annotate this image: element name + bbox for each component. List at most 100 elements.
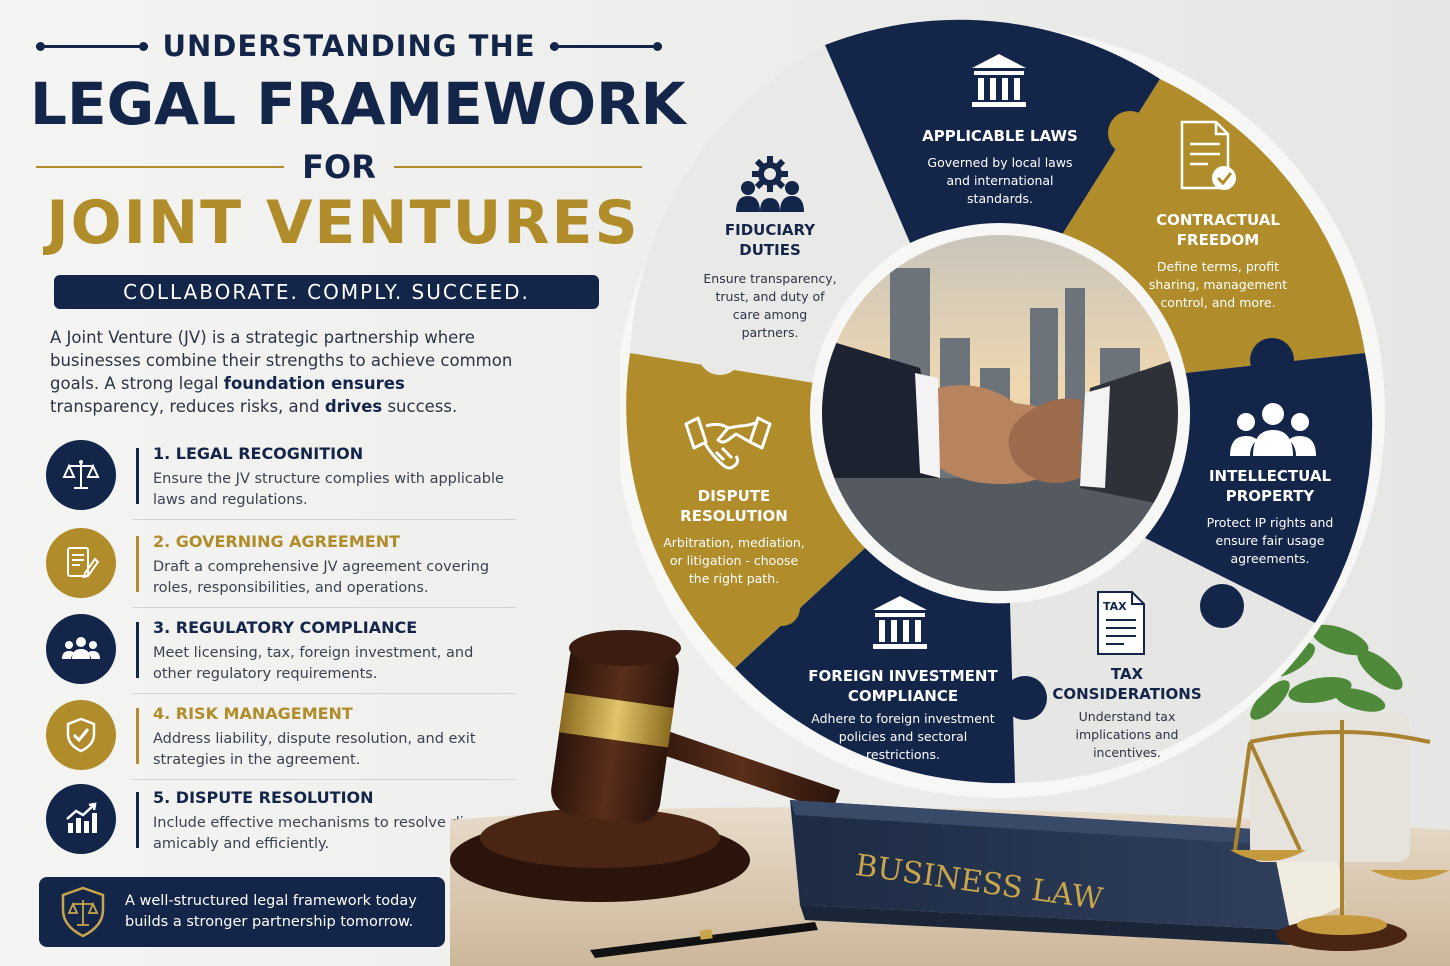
footer-line1: A well-structured legal framework today	[125, 893, 417, 909]
desc-line: Define terms, profit	[1156, 259, 1280, 274]
intro-bold-drives: drives	[324, 397, 383, 416]
handshake-photo	[822, 235, 1178, 591]
title-joint-ventures: JOINT VENTURES	[46, 188, 640, 258]
scales-icon	[46, 440, 116, 510]
brass-scales	[1233, 720, 1431, 920]
desc-line: the right path.	[688, 571, 780, 586]
desc-line: implications and	[1075, 727, 1179, 742]
handshake-icon	[684, 416, 772, 470]
chart-icon	[46, 784, 116, 854]
item-divider-bar	[136, 792, 139, 848]
fiduciary-duties-text: FIDUCIARY DUTIES Ensure transparency, tr…	[690, 220, 850, 342]
contractual-freedom-text: CONTRACTUAL FREEDOM Define terms, profit…	[1128, 210, 1308, 312]
title-rule-left	[36, 41, 149, 51]
intellectual-property-text: INTELLECTUAL PROPERTY Protect IP rights …	[1180, 466, 1360, 568]
item-text: 2. GOVERNING AGREEMENT Draft a comprehen…	[153, 524, 516, 599]
item-divider-bar	[136, 708, 139, 764]
contractual-freedom-desc: Define terms, profit sharing, management…	[1128, 258, 1308, 312]
list-item-regulatory-compliance: 3. REGULATORY COMPLIANCE Meet licensing,…	[46, 610, 516, 694]
shield-check-icon	[46, 700, 116, 770]
gear-team-icon	[736, 156, 804, 212]
desc-line: restrictions.	[866, 747, 940, 762]
title-line: TAX	[1110, 665, 1144, 683]
document-pen-icon	[46, 528, 116, 598]
desc-line: policies and sectoral	[838, 729, 968, 744]
people-group-icon	[1230, 403, 1316, 456]
footer-banner: A well-structured legal framework today …	[39, 877, 445, 947]
item-divider-bar	[136, 622, 139, 678]
intellectual-property-title: INTELLECTUAL PROPERTY	[1180, 466, 1360, 506]
item-separator	[132, 693, 516, 694]
item-divider-bar	[136, 448, 139, 504]
title-line: PROPERTY	[1225, 487, 1315, 505]
title-legal-framework: LEGAL FRAMEWORK	[30, 70, 686, 138]
title-line: COMPLIANCE	[847, 687, 959, 705]
footer-line2: builds a stronger partnership tomorrow.	[125, 914, 414, 930]
item-text: 5. DISPUTE RESOLUTION Include effective …	[153, 780, 516, 855]
desc-line: or litigation - choose	[669, 553, 799, 568]
tax-document-icon: TAX	[1097, 591, 1145, 655]
desc-line: sharing, management	[1148, 277, 1288, 292]
fiduciary-duties-title: FIDUCIARY DUTIES	[690, 220, 850, 260]
item-separator	[132, 519, 516, 520]
footer-text: A well-structured legal framework today …	[125, 891, 417, 933]
title-line: DISPUTE	[697, 487, 771, 505]
desc-line: care among	[732, 307, 808, 322]
list-item-governing-agreement: 2. GOVERNING AGREEMENT Draft a comprehen…	[46, 524, 516, 608]
item-title: 1. LEGAL RECOGNITION	[153, 444, 364, 463]
title-line: INTELLECTUAL	[1208, 467, 1332, 485]
title-line: DUTIES	[739, 241, 801, 259]
segment-fiduciary-duties	[630, 45, 910, 383]
item-text: 1. LEGAL RECOGNITION Ensure the JV struc…	[153, 436, 516, 511]
title-understanding: UNDERSTANDING THE	[162, 29, 536, 63]
title-line: FOREIGN INVESTMENT	[808, 667, 998, 685]
government-building-icon	[873, 596, 927, 649]
item-separator	[132, 779, 516, 780]
intro-part4: success.	[382, 397, 458, 416]
title-line: RESOLUTION	[680, 507, 788, 525]
desc-line: and international	[946, 173, 1054, 188]
pen	[590, 922, 818, 958]
item-desc: Address liability, dispute resolution, a…	[153, 731, 476, 768]
tagline-banner: COLLABORATE. COMPLY. SUCCEED.	[54, 275, 599, 309]
intro-ensures: ensures	[325, 374, 405, 393]
item-title: 5. DISPUTE RESOLUTION	[153, 788, 374, 807]
title-line: FIDUCIARY	[724, 221, 816, 239]
title-gold-rule-left	[36, 166, 285, 168]
title-line: CONTRACTUAL	[1156, 211, 1280, 229]
title-for-row: FOR	[36, 146, 643, 188]
desc-line: Arbitration, mediation,	[663, 535, 805, 550]
desc-line: Ensure transparency,	[703, 271, 837, 286]
foreign-investment-text: FOREIGN INVESTMENT COMPLIANCE Adhere to …	[798, 666, 1008, 764]
tax-considerations-desc: Understand tax implications and incentiv…	[1044, 708, 1210, 762]
shield-scales-icon	[61, 886, 105, 938]
contract-check-icon	[1180, 120, 1236, 190]
desc-line: standards.	[967, 191, 1033, 206]
title-rule-right	[549, 41, 663, 51]
item-title: 2. GOVERNING AGREEMENT	[153, 532, 401, 551]
list-item-dispute-resolution: 5. DISPUTE RESOLUTION Include effective …	[46, 780, 516, 860]
segment-applicable-laws	[825, 19, 1160, 243]
applicable-laws-desc: Governed by local laws and international…	[910, 154, 1090, 208]
contractual-freedom-title: CONTRACTUAL FREEDOM	[1128, 210, 1308, 250]
title-gold-rule-right	[393, 166, 643, 168]
plant-leaves	[1250, 624, 1403, 720]
item-text: 3. REGULATORY COMPLIANCE Meet licensing,…	[153, 610, 516, 685]
item-divider-bar	[136, 536, 139, 592]
applicable-laws-title: APPLICABLE LAWS	[922, 127, 1078, 145]
desc-line: control, and more.	[1160, 295, 1276, 310]
intro-paragraph: A Joint Venture (JV) is a strategic part…	[50, 326, 520, 418]
tax-considerations-title: TAX CONSIDERATIONS	[1044, 664, 1210, 704]
item-title: 4. RISK MANAGEMENT	[153, 704, 353, 723]
item-separator	[132, 607, 516, 608]
title-line: CONSIDERATIONS	[1052, 685, 1202, 703]
gavel-head	[551, 630, 681, 824]
item-desc: Include effective mechanisms to resolve …	[153, 815, 512, 852]
item-desc: Draft a comprehensive JV agreement cover…	[153, 559, 490, 596]
desc-line: agreements.	[1230, 551, 1310, 566]
tax-considerations-text: TAX CONSIDERATIONS Understand tax implic…	[1044, 664, 1210, 762]
dispute-resolution-text: DISPUTE RESOLUTION Arbitration, mediatio…	[656, 486, 812, 588]
tax-icon-label: TAX	[1103, 600, 1127, 613]
item-desc: Meet licensing, tax, foreign investment,…	[153, 645, 474, 682]
